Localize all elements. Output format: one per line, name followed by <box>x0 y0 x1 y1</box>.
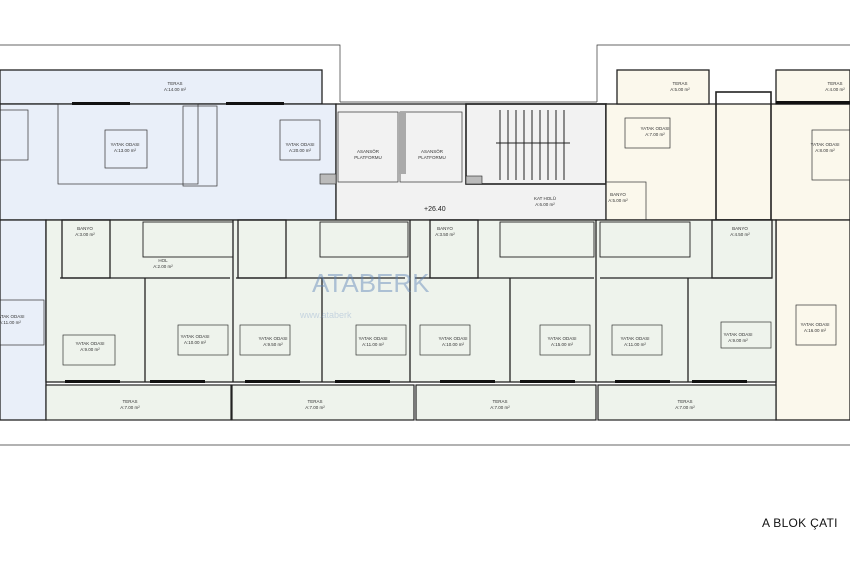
room-area: A:3.50 m² <box>435 232 455 237</box>
room-name: BANYO <box>732 226 748 231</box>
room-name: HOL <box>158 258 168 263</box>
room-name: TERAS <box>307 399 322 404</box>
staircase <box>496 110 570 180</box>
middle-units <box>45 219 777 421</box>
room-area: A:7.00 m² <box>305 405 325 410</box>
room-name: YATAK ODASI <box>75 341 104 346</box>
watermark-url: www.ataberk <box>299 310 352 320</box>
hall-name: KAT HOLÜ <box>534 195 556 201</box>
room-name: YATAK ODASI <box>620 336 649 341</box>
room-area: A:14.00 m² <box>164 87 187 92</box>
room-area: A:7.00 m² <box>645 132 665 137</box>
room-area: A:9.00 m² <box>80 347 100 352</box>
room-area: A:3.00 m² <box>75 232 95 237</box>
core <box>319 103 607 221</box>
room-name: TERAS <box>167 81 182 86</box>
unit-stairs <box>142 221 691 258</box>
room-name: TERAS <box>122 399 137 404</box>
room-name: BANYO <box>77 226 93 231</box>
room-name: TERAS <box>492 399 507 404</box>
room-area: A:11.00 m² <box>362 342 384 347</box>
room-area: A:10.00 m² <box>184 340 207 345</box>
room-name: YATAK ODASI <box>547 336 576 341</box>
room-area: A:4.50 m² <box>730 232 750 237</box>
watermark: ATABERK www.ataberk <box>299 268 430 320</box>
room-area: A:11.00 m² <box>624 342 646 347</box>
room-name: BANYO <box>437 226 453 231</box>
room-area: A:13.00 m² <box>114 148 137 153</box>
room-name: TERAS <box>677 399 692 404</box>
room-area: A:9.50 m² <box>263 342 283 347</box>
room-area: A:16.00 m² <box>804 328 827 333</box>
room-name: TERAS <box>672 81 687 86</box>
roof-outline <box>0 44 850 446</box>
room-area: A:2.00 m² <box>153 264 173 269</box>
room-area: A:15.00 m² <box>551 342 574 347</box>
right-unit <box>605 69 850 421</box>
elevation-mark: +26.40 <box>424 206 446 213</box>
room-area: A:5.00 m² <box>670 87 690 92</box>
room-name: YATAK ODASI <box>723 332 752 337</box>
room-area: A:20.00 m² <box>289 148 312 153</box>
room-name: YATAK ODASI <box>438 336 467 341</box>
room-area: A:11.00 m² <box>0 320 21 325</box>
room-area: A:5.00 m² <box>608 198 628 203</box>
room-area: A:7.00 m² <box>490 405 510 410</box>
elevator-1-label-2: PLATFORMU <box>354 155 381 160</box>
room-area: A:9.00 m² <box>728 338 748 343</box>
windows <box>65 380 747 383</box>
hall-area: A:6.00 m² <box>535 202 555 207</box>
elevator-2-label: ASANSÖR <box>421 148 444 154</box>
room-name: YATAK ODASI <box>180 334 209 339</box>
room-name: YATAK ODASI <box>258 336 287 341</box>
room-name: YATAK ODASI <box>110 142 139 147</box>
room-name: YATAK ODASI <box>810 142 839 147</box>
room-name: YATAK ODASI <box>800 322 829 327</box>
room-area: A:7.00 m² <box>675 405 695 410</box>
room-area: A:10.00 m² <box>442 342 465 347</box>
room-name: YATAK ODASI <box>285 142 314 147</box>
elevator-1-label: ASANSÖR <box>357 148 380 154</box>
drawing-title: A BLOK ÇATI <box>762 516 838 530</box>
elevator-2-label-2: PLATFORMU <box>418 155 445 160</box>
room-name: BANYO <box>610 192 626 197</box>
watermark-brand: ATABERK <box>312 268 430 298</box>
room-area: A:7.00 m² <box>120 405 140 410</box>
room-name: YATAK ODASI <box>0 314 25 319</box>
core-labels: ASANSÖR PLATFORMU ASANSÖR PLATFORMU KAT … <box>354 148 556 213</box>
room-area: A:4.00 m² <box>825 87 845 92</box>
room-name: TERAS <box>827 81 842 86</box>
room-name: YATAK ODASI <box>358 336 387 341</box>
room-area: A:8.00 m² <box>815 148 835 153</box>
room-name: YATAK ODASI <box>640 126 669 131</box>
